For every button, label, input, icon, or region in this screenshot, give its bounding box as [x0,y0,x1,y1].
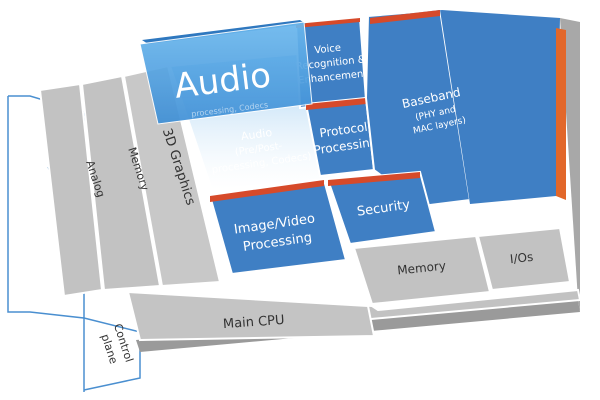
block-voice-label-line1: Voice [314,43,342,57]
block-memory-right-label: Memory [397,259,447,278]
audio-popout[interactable]: Audio processing, Codecs [139,20,313,125]
block-baseband-core[interactable] [370,10,560,204]
block-ios-label: I/Os [509,250,534,266]
block-audio-label-line1: Audio [240,126,273,143]
control-plane-bracket-line [83,317,141,391]
block-main-cpu-face[interactable] [126,290,376,342]
block-image-video[interactable] [208,178,348,276]
block-baseband-accent [370,10,440,24]
block-memory-left [80,74,162,292]
block-voice-accent [296,18,360,28]
block-security-accent [328,172,420,186]
block-ios[interactable] [476,226,572,292]
block-image-video-accent [210,180,324,202]
audio-popout-face[interactable] [139,21,313,125]
plane-bracket [7,95,141,392]
block-baseband-side-accent [556,28,566,200]
block-main-cpu-label: Main CPU [223,313,286,332]
block-protocol-label-line1: Protocol [319,120,369,141]
block-analog [38,82,104,298]
block-security-label: Security [356,197,411,219]
block-protocol-accent [306,98,366,110]
block-memory-right[interactable] [352,234,492,306]
